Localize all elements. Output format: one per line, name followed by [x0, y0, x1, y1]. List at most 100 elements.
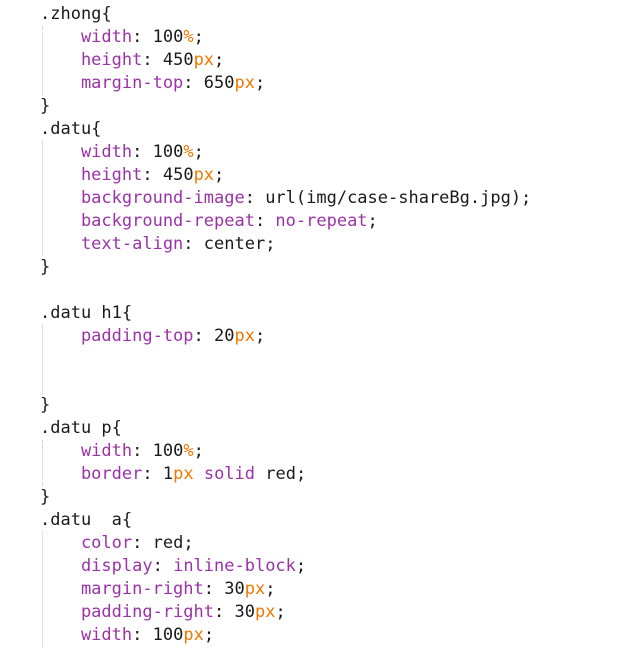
code-token: margin-right — [40, 579, 204, 599]
code-token: width — [40, 625, 133, 645]
code-token: : — [152, 556, 174, 576]
code-token: px — [183, 625, 204, 645]
code-line: display: inline-block; — [40, 555, 306, 578]
indent-guide — [42, 141, 43, 256]
code-token: 100 — [152, 27, 184, 47]
code-token: padding-top — [40, 326, 194, 346]
indent-guide — [42, 26, 43, 95]
code-token: center; — [203, 234, 276, 254]
code-line: } — [40, 256, 50, 279]
code-token: : — [183, 234, 204, 254]
code-token: : — [132, 625, 153, 645]
code-token: px — [234, 73, 255, 93]
code-token: } — [40, 257, 51, 277]
code-token: solid — [203, 464, 256, 484]
code-line: padding-right: 30px; — [40, 601, 286, 624]
code-token: ; — [193, 441, 204, 461]
code-line: height: 450px; — [40, 164, 224, 187]
code-token: height — [40, 50, 143, 70]
code-line: background-repeat: no-repeat; — [40, 210, 378, 233]
code-token: ; — [254, 326, 266, 346]
code-line: .datu{ — [40, 118, 101, 141]
code-token: 30 — [224, 579, 245, 599]
code-token: px — [244, 579, 266, 599]
code-token — [194, 464, 204, 484]
code-line: width: 100%; — [40, 26, 204, 49]
code-token: background-repeat — [40, 211, 255, 231]
code-token: url(img/case-shareBg.jpg); — [265, 188, 532, 208]
code-token: ; — [367, 211, 378, 231]
code-token: ; — [193, 142, 204, 162]
code-token: : — [142, 464, 163, 484]
code-token: text-align — [40, 234, 184, 254]
code-token: border — [40, 464, 143, 484]
code-line: background-image: url(img/case-shareBg.j… — [40, 187, 531, 210]
code-token: 650 — [203, 73, 235, 93]
code-token: .datu{ — [40, 119, 102, 139]
code-token: width — [40, 142, 133, 162]
code-token: : — [203, 579, 225, 599]
code-line: .datu h1{ — [40, 302, 132, 325]
code-token: .datu a{ — [40, 510, 133, 530]
code-token: .zhong{ — [40, 4, 112, 24]
code-token: display — [40, 556, 153, 576]
code-token: 20 — [214, 326, 235, 346]
code-token: : — [142, 50, 163, 70]
code-token: ; — [275, 602, 286, 622]
code-token: 450 — [162, 165, 194, 185]
code-token: } — [40, 395, 51, 415]
indent-guide — [42, 440, 43, 486]
code-token: } — [40, 96, 51, 116]
code-token: no-repeat — [275, 211, 368, 231]
code-token: 450 — [162, 50, 194, 70]
code-line: text-align: center; — [40, 233, 276, 256]
code-token: % — [183, 441, 194, 461]
code-line: margin-right: 30px; — [40, 578, 276, 601]
code-token: px — [193, 50, 215, 70]
code-token: red; — [152, 533, 194, 553]
code-line: .datu a{ — [40, 509, 132, 532]
code-token: px — [234, 326, 255, 346]
code-token: : — [132, 533, 153, 553]
code-token: padding-right — [40, 602, 214, 622]
code-token: : — [214, 602, 235, 622]
code-token: ; — [214, 50, 225, 70]
code-token: : — [132, 27, 153, 47]
code-token: inline-block — [173, 556, 296, 576]
code-token: 100 — [152, 441, 184, 461]
code-token: 1 — [162, 464, 174, 484]
code-token: height — [40, 165, 143, 185]
code-token: width — [40, 27, 133, 47]
code-token: : — [183, 73, 204, 93]
code-token: px — [254, 602, 276, 622]
code-token: 30 — [234, 602, 255, 622]
code-token: red; — [255, 464, 307, 484]
indent-guide — [42, 325, 43, 394]
code-line: padding-top: 20px; — [40, 325, 265, 348]
code-token: : — [132, 142, 153, 162]
code-line: width: 100%; — [40, 440, 204, 463]
code-line: color: red; — [40, 532, 194, 555]
code-token: : — [244, 188, 266, 208]
code-line: } — [40, 95, 50, 118]
code-token: % — [183, 27, 194, 47]
code-token: 100 — [152, 625, 184, 645]
code-token: : — [193, 326, 215, 346]
code-token: .datu p{ — [40, 418, 122, 438]
code-token: margin-top — [40, 73, 184, 93]
code-token: ; — [203, 625, 215, 645]
code-token: ; — [295, 556, 307, 576]
code-line: width: 100px; — [40, 624, 214, 647]
indent-guide — [42, 532, 43, 647]
code-line: border: 1px solid red; — [40, 463, 306, 486]
code-token: } — [40, 487, 51, 507]
code-token: ; — [193, 27, 204, 47]
code-line: margin-top: 650px; — [40, 72, 265, 95]
code-token: color — [40, 533, 133, 553]
code-line: width: 100%; — [40, 141, 204, 164]
code-line: .datu p{ — [40, 417, 122, 440]
code-token: width — [40, 441, 133, 461]
code-token: : — [142, 165, 163, 185]
code-token: background-image — [40, 188, 245, 208]
